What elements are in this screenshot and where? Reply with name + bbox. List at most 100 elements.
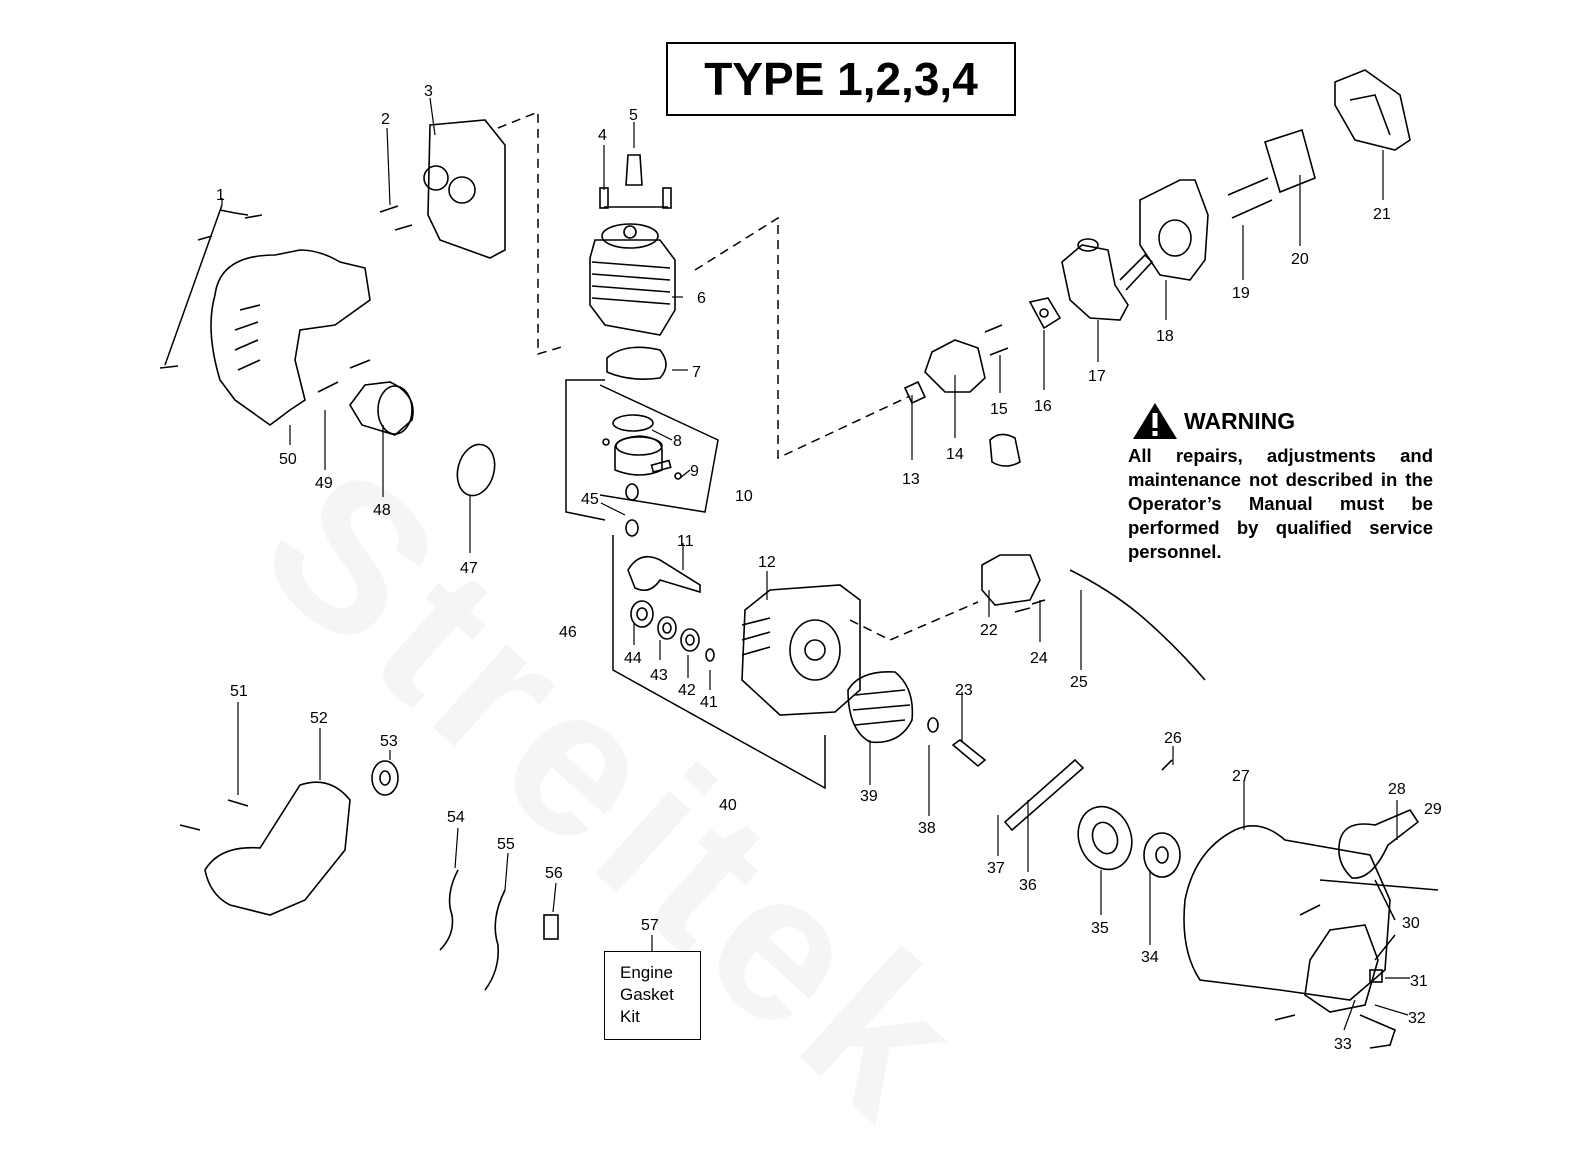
callout-24: 24 bbox=[1030, 650, 1048, 667]
part-56-fuel-filter bbox=[543, 914, 559, 940]
callout-42: 42 bbox=[678, 682, 696, 699]
callout-35: 35 bbox=[1091, 920, 1109, 937]
alignment-lines bbox=[497, 110, 979, 641]
callout-41: 41 bbox=[700, 694, 718, 711]
callout-12: 12 bbox=[758, 554, 776, 571]
callout-55: 55 bbox=[497, 836, 515, 853]
part-22-bracket bbox=[981, 554, 1041, 606]
callout-4: 4 bbox=[598, 127, 607, 144]
part-53-spacer bbox=[371, 760, 399, 796]
part-42-seal bbox=[680, 628, 700, 652]
callout-21: 21 bbox=[1373, 206, 1391, 223]
callout-50: 50 bbox=[279, 451, 297, 468]
callout-36: 36 bbox=[1019, 877, 1037, 894]
part-13-gasket bbox=[903, 380, 927, 405]
callout-25: 25 bbox=[1070, 674, 1088, 691]
warning-text: All repairs, adjustments and maintenance… bbox=[1128, 445, 1433, 562]
warning-notice: WARNING All repairs, adjustments and mai… bbox=[1128, 402, 1433, 564]
part-41-key bbox=[705, 648, 715, 662]
bracket-46 bbox=[565, 379, 606, 521]
part-23-spacer bbox=[951, 738, 987, 768]
callout-2: 2 bbox=[381, 111, 390, 128]
callout-1: 1 bbox=[216, 187, 225, 204]
part-52-shield bbox=[204, 781, 351, 916]
callout-38: 38 bbox=[918, 820, 936, 837]
callout-8: 8 bbox=[673, 433, 682, 450]
callout-56: 56 bbox=[545, 865, 563, 882]
warning-triangle-icon bbox=[1133, 403, 1177, 439]
callout-17: 17 bbox=[1088, 368, 1106, 385]
part-36-link bbox=[1003, 758, 1085, 832]
callout-5: 5 bbox=[629, 107, 638, 124]
part-43-seal bbox=[657, 616, 677, 640]
part-44-bearing bbox=[630, 600, 654, 628]
part-17-carburetor bbox=[1061, 244, 1129, 321]
callout-32: 32 bbox=[1408, 1010, 1426, 1027]
callout-13: 13 bbox=[902, 471, 920, 488]
diagram-title: TYPE 1,2,3,4 bbox=[666, 42, 1016, 116]
callout-18: 18 bbox=[1156, 328, 1174, 345]
part-20-air-filter bbox=[1264, 128, 1316, 194]
callout-33: 33 bbox=[1334, 1036, 1352, 1053]
callout-22: 22 bbox=[980, 622, 998, 639]
callout-45: 45 bbox=[581, 491, 599, 508]
part-31-spring bbox=[1369, 969, 1383, 983]
part-28-starter-handle bbox=[1338, 809, 1420, 879]
part-16-gasket bbox=[1028, 297, 1062, 330]
callout-34: 34 bbox=[1141, 949, 1159, 966]
callout-6: 6 bbox=[697, 290, 706, 307]
exploded-view: 1 2 3 4 5 6 7 8 9 10 11 12 13 14 15 16 1… bbox=[159, 69, 1442, 1053]
part-21-air-filter-cover bbox=[1334, 69, 1411, 151]
callout-39: 39 bbox=[860, 788, 878, 805]
part-27-starter-housing bbox=[1183, 824, 1391, 1001]
callout-46: 46 bbox=[559, 624, 577, 641]
callout-57: 57 bbox=[641, 917, 659, 934]
part-35-pulley bbox=[1077, 805, 1133, 871]
callout-44: 44 bbox=[624, 650, 642, 667]
callout-30: 30 bbox=[1402, 915, 1420, 932]
part-7-gasket bbox=[606, 346, 667, 380]
callout-15: 15 bbox=[990, 401, 1008, 418]
part-11-crankshaft bbox=[627, 555, 701, 594]
part-5-spark-plug bbox=[625, 154, 643, 186]
callout-23: 23 bbox=[955, 682, 973, 699]
part-3-muffler-cover bbox=[427, 119, 506, 259]
callout-51: 51 bbox=[230, 683, 248, 700]
engine-gasket-kit-box: Engine Gasket Kit bbox=[604, 951, 701, 1040]
part-18-air-filter-base bbox=[1139, 179, 1209, 281]
part-primer-bulb bbox=[989, 433, 1021, 467]
part-12-crankcase bbox=[741, 584, 861, 716]
callout-19: 19 bbox=[1232, 285, 1250, 302]
callout-29: 29 bbox=[1424, 801, 1442, 818]
callout-53: 53 bbox=[380, 733, 398, 750]
callout-31: 31 bbox=[1410, 973, 1428, 990]
part-19-screws bbox=[1227, 177, 1269, 196]
warning-heading: WARNING bbox=[1184, 407, 1296, 434]
callout-52: 52 bbox=[310, 710, 328, 727]
part-39-flywheel bbox=[847, 671, 914, 744]
part-55-fuel-line bbox=[484, 889, 506, 991]
callout-47: 47 bbox=[460, 560, 478, 577]
callout-48: 48 bbox=[373, 502, 391, 519]
callout-3: 3 bbox=[424, 83, 433, 100]
part-6-cylinder bbox=[589, 239, 676, 336]
leader-lines bbox=[221, 97, 1410, 1031]
callout-37: 37 bbox=[987, 860, 1005, 877]
part-14-intake-manifold bbox=[924, 339, 986, 393]
part-47-o-ring bbox=[456, 443, 496, 497]
callout-11: 11 bbox=[677, 533, 694, 550]
callout-20: 20 bbox=[1291, 251, 1309, 268]
callout-7: 7 bbox=[692, 364, 701, 381]
callout-43: 43 bbox=[650, 667, 668, 684]
callout-10: 10 bbox=[735, 488, 753, 505]
part-25-ground-wire bbox=[1069, 569, 1206, 681]
callout-54: 54 bbox=[447, 809, 465, 826]
callout-49: 49 bbox=[315, 475, 333, 492]
bracket-40 bbox=[612, 535, 826, 790]
callout-28: 28 bbox=[1388, 781, 1406, 798]
parts-diagram: Streitek TYPE 1,2,3,4 bbox=[159, 42, 1442, 1053]
kit-label: Engine Gasket Kit bbox=[620, 963, 674, 1026]
callout-26: 26 bbox=[1164, 730, 1182, 747]
part-34-washer bbox=[1143, 832, 1181, 878]
callout-40: 40 bbox=[719, 797, 737, 814]
